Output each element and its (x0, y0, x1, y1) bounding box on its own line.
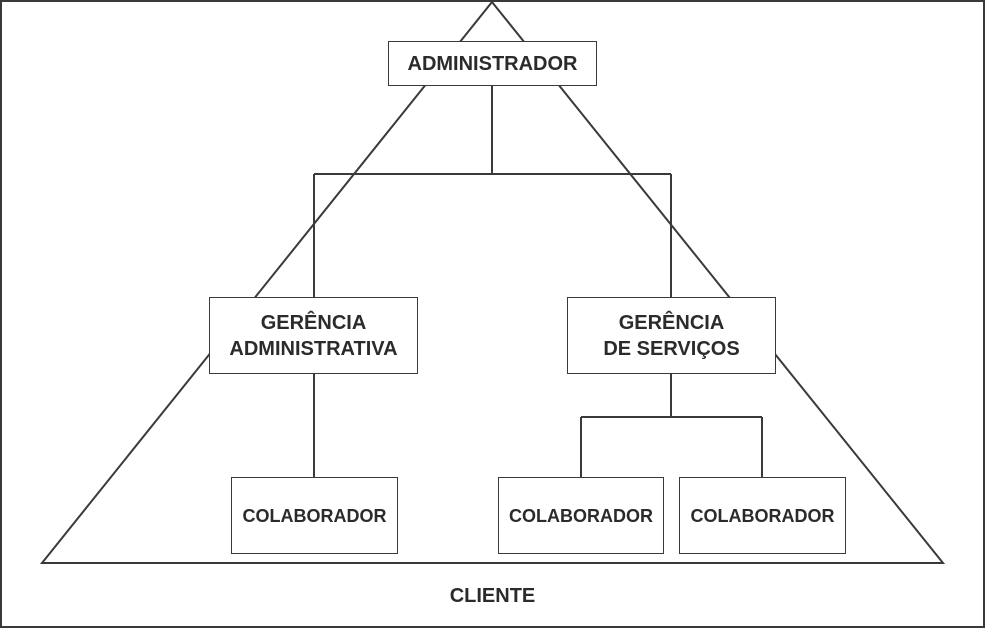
colaborador-box-3: COLABORADOR (679, 477, 846, 554)
colaborador-box-1: COLABORADOR (231, 477, 398, 554)
gerencia-servicos-line-2: DE SERVIÇOS (603, 337, 740, 360)
gerencia-administrativa-line-2: ADMINISTRATIVA (229, 337, 398, 360)
administrador-box: ADMINISTRADOR (388, 41, 597, 86)
colaborador-label-1: COLABORADOR (242, 505, 387, 526)
pyramid-shape (39, 0, 946, 564)
gerencia-servicos-box: GERÊNCIA DE SERVIÇOS (567, 297, 776, 374)
gerencia-administrativa-line-1: GERÊNCIA (260, 311, 367, 334)
connector-lines (313, 86, 763, 477)
cliente-label: CLIENTE (449, 585, 536, 607)
colaborador-box-2: COLABORADOR (498, 477, 664, 554)
administrador-label: ADMINISTRADOR (407, 52, 578, 75)
colaborador-label-3: COLABORADOR (690, 505, 835, 526)
colaborador-label-2: COLABORADOR (509, 505, 653, 526)
gerencia-administrativa-box: GERÊNCIA ADMINISTRATIVA (209, 297, 418, 374)
gerencia-servicos-line-1: GERÊNCIA (618, 311, 725, 334)
